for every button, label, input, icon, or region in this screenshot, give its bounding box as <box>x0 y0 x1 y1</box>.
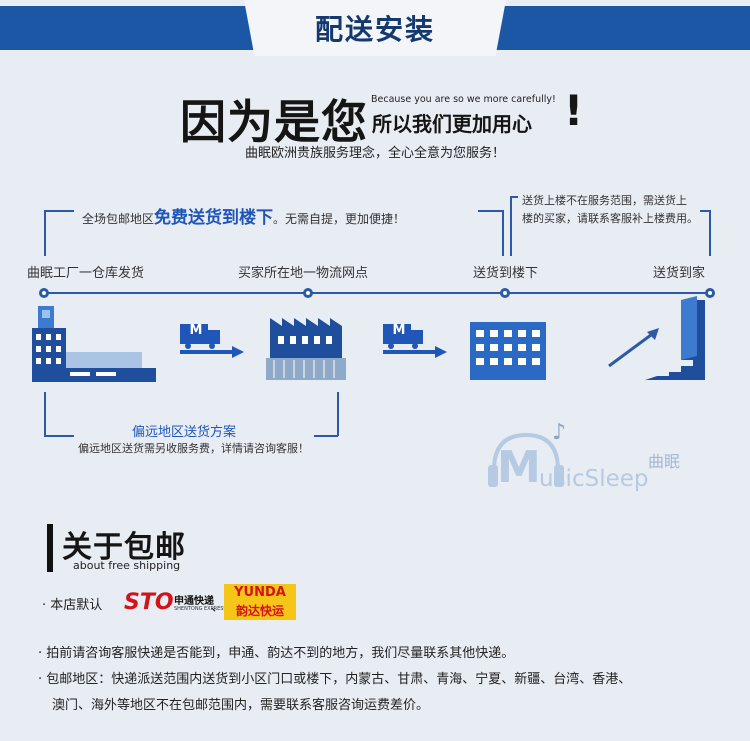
bracket-right-v2 <box>709 210 711 256</box>
about-subtitle: about free shipping <box>73 559 181 572</box>
stage-downstairs: 送货到楼下 <box>473 266 539 281</box>
bracket-right-h1 <box>510 196 518 198</box>
remote-title: 偏远地区送货方案 <box>132 425 237 440</box>
stairs-door-icon <box>608 296 705 380</box>
timeline-dot-4 <box>705 288 715 298</box>
hero-big-title: 因为是您 <box>180 95 368 149</box>
svg-text:♪: ♪ <box>552 420 566 445</box>
factory-warehouse-icon <box>32 306 156 382</box>
timeline-dot-2 <box>303 288 313 298</box>
sto-logo-text: STO <box>124 590 174 615</box>
yunda-logo-text: YUNDA <box>234 585 286 600</box>
remote-bracket-bottom-right <box>314 435 338 437</box>
brand-name: usicSleep <box>539 466 649 492</box>
courier-separator: 、 <box>211 600 225 615</box>
upstairs-note-1: 送货上楼不在服务范围，需送货上 <box>522 194 687 207</box>
stage-home: 送货到家 <box>653 266 706 281</box>
timeline-dot-1 <box>39 288 49 298</box>
bracket-left-v <box>44 210 46 256</box>
apartment-building-icon <box>470 322 546 380</box>
bracket-mid-v <box>502 210 504 256</box>
free-highlight: 免费送货到楼下 <box>154 208 274 228</box>
brand-letter: M <box>497 442 541 493</box>
header-tab <box>244 0 506 56</box>
timeline <box>44 292 710 294</box>
note-line-3: 澳门、海外等地区不在包邮范围内，需要联系客服咨询运费差价。 <box>52 698 430 713</box>
about-title: 关于包邮 <box>62 530 186 565</box>
truck-icon <box>180 324 244 358</box>
free-shipping-note: 全场包邮地区免费送货到楼下。无需自提，更加便捷！ <box>82 203 405 228</box>
stage-logistics: 买家所在地一物流网点 <box>238 266 369 281</box>
brand-cn: 曲眠 <box>648 452 681 471</box>
yunda-logo: YUNDA 韵达快运 <box>224 584 296 620</box>
truck-logo-2: M <box>392 323 406 338</box>
headphones-logo-icon: ♪ <box>488 420 566 487</box>
sto-en: SHENTONG EXPRESS <box>174 606 227 612</box>
sto-logo: STO 申通快递 SHENTONG EXPRESS <box>124 590 227 616</box>
note-line-1: · 拍前请咨询客服快递是否能到，申通、韵达不到的地方，我们尽量联系其他快递。 <box>38 646 515 661</box>
bracket-left-h <box>44 210 74 212</box>
truck-icon-2 <box>383 324 447 358</box>
remote-bracket-bottom-left <box>44 435 74 437</box>
bracket-mid-h <box>478 210 502 212</box>
bracket-right-v1 <box>510 196 512 256</box>
sto-name: 申通快递 <box>174 596 214 607</box>
remote-desc: 偏远地区送货需另收服务费，详情请咨询客服！ <box>78 442 309 455</box>
bracket-right-h2 <box>700 210 710 212</box>
logistics-building-icon <box>266 318 346 380</box>
hero-subtitle: 所以我们更加用心 <box>372 112 532 136</box>
remote-bracket-right <box>337 392 339 436</box>
about-marker <box>47 524 53 572</box>
upstairs-note-2: 楼的买家，请联系客服补上楼费用。 <box>522 212 698 225</box>
hero-english: Because you are so we more carefully! <box>371 94 556 105</box>
hero-exclaim: ! <box>564 86 584 135</box>
hero-tagline: 曲眠欧洲贵族服务理念，全心全意为您服务！ <box>244 146 505 161</box>
yunda-name: 韵达快运 <box>235 604 284 618</box>
remote-bracket-left <box>44 392 46 436</box>
default-couriers-label: · 本店默认 <box>42 598 103 613</box>
free-prefix: 全场包邮地区 <box>82 212 155 226</box>
note-line-2: · 包邮地区：快递派送范围内送货到小区门口或楼下，内蒙古、甘肃、青海、宁夏、新疆… <box>38 672 632 687</box>
stage-factory: 曲眠工厂一仓库发货 <box>27 266 145 281</box>
truck-logo: M <box>189 323 203 338</box>
page-title: 配送安装 <box>314 13 435 46</box>
free-suffix: 。无需自提，更加便捷！ <box>273 212 406 226</box>
timeline-dot-3 <box>500 288 510 298</box>
